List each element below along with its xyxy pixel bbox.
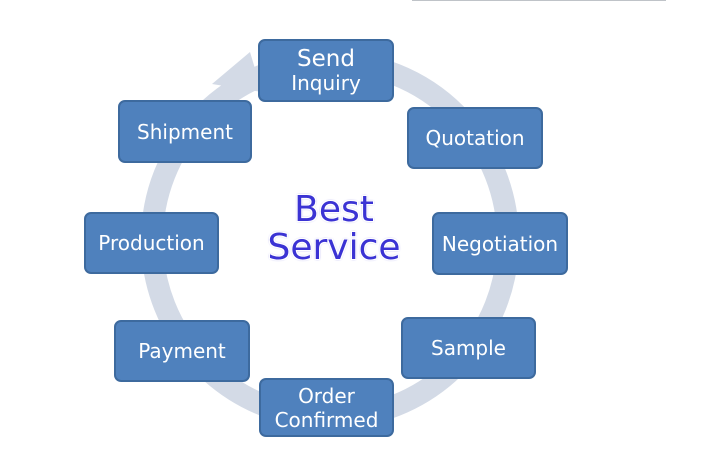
step-send-inquiry-line1: Send: [297, 45, 355, 72]
step-payment-label: Payment: [138, 339, 226, 363]
step-sample: Sample: [401, 317, 536, 379]
center-title-line2: Service: [267, 227, 401, 268]
step-send-inquiry-line2: Inquiry: [291, 70, 361, 95]
top-divider-line: [412, 0, 666, 1]
step-negotiation: Negotiation: [432, 212, 568, 275]
center-title-line1: Best: [294, 189, 374, 230]
step-shipment: Shipment: [118, 100, 252, 163]
step-payment: Payment: [114, 320, 250, 382]
step-quotation-label: Quotation: [425, 126, 525, 150]
cycle-arrow-head-icon: [212, 52, 262, 92]
step-send-inquiry: Send Inquiry: [258, 39, 394, 102]
step-order-confirmed-line2: Confirmed: [274, 407, 379, 432]
step-order-confirmed-line1: Order: [298, 383, 355, 408]
step-production-label: Production: [98, 231, 205, 255]
step-quotation: Quotation: [407, 107, 543, 169]
step-shipment-label: Shipment: [137, 119, 233, 144]
step-sample-label: Sample: [431, 336, 506, 360]
step-negotiation-label: Negotiation: [441, 231, 559, 256]
step-production: Production: [84, 212, 219, 274]
step-order-confirmed: Order Confirmed: [259, 378, 394, 437]
